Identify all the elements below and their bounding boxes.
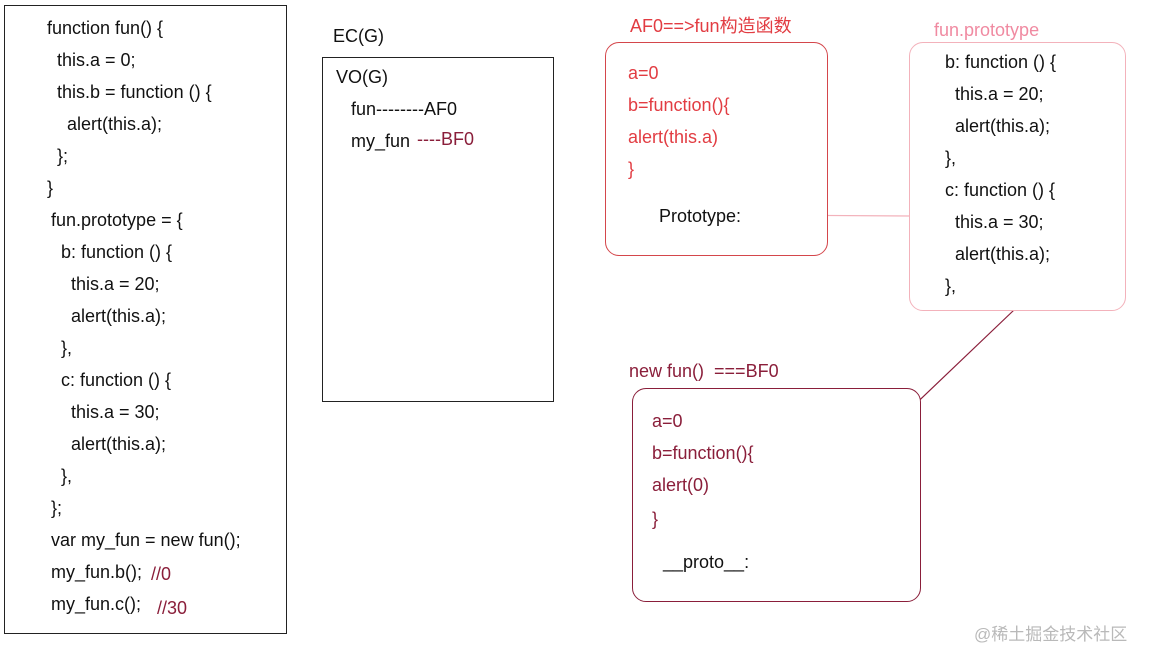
code-line: }, <box>51 466 73 486</box>
af0-line: } <box>628 159 635 179</box>
code-line: function fun() { <box>47 18 164 38</box>
bf0-line: alert(0) <box>652 475 710 495</box>
proto-title: fun.prototype <box>934 20 1040 40</box>
code-line: this.a = 0; <box>47 50 136 70</box>
code-line: c: function () { <box>51 370 172 390</box>
code-line: this.b = function () { <box>47 82 212 102</box>
bf0-line: } <box>652 509 659 529</box>
my-fun-label: my_fun <box>351 131 411 151</box>
code-line: alert(this.a); <box>51 306 167 326</box>
comment-b: //0 <box>151 564 172 584</box>
bf0-title: new fun() ===BF0 <box>629 361 779 381</box>
prototype-label: Prototype: <box>659 206 742 226</box>
code-line: fun.prototype = { <box>51 210 183 230</box>
code-line: }; <box>51 498 63 518</box>
code-line: this.a = 30; <box>51 402 160 422</box>
vo-title: VO(G) <box>336 67 388 87</box>
af0-line: alert(this.a) <box>628 127 719 147</box>
comment-c: //30 <box>157 598 188 618</box>
af0-title: AF0==>fun构造函数 <box>630 16 792 36</box>
fun-line: fun--------AF0 <box>351 99 457 119</box>
code-line: my_fun.b(); <box>51 562 143 582</box>
af0-box: a=0 b=function(){ alert(this.a) } Protot… <box>605 42 828 256</box>
code-line: my_fun.c(); <box>51 594 142 614</box>
proto-line: alert(this.a); <box>945 116 1051 136</box>
code-line: alert(this.a); <box>51 434 167 454</box>
proto-line: b: function () { <box>945 52 1057 72</box>
code-line: this.a = 20; <box>51 274 160 294</box>
watermark: @稀土掘金技术社区 <box>974 625 1128 644</box>
bf0-line: a=0 <box>652 411 683 431</box>
af0-line: b=function(){ <box>628 95 730 115</box>
af0-line: a=0 <box>628 63 659 83</box>
code-line: }; <box>47 146 69 166</box>
proto-line: alert(this.a); <box>945 244 1051 264</box>
code-line: } <box>47 178 54 198</box>
code-line: b: function () { <box>51 242 173 262</box>
proto-line: c: function () { <box>945 180 1056 200</box>
proto-line: this.a = 30; <box>945 212 1044 232</box>
bf0-box: a=0 b=function(){ alert(0) } __proto__: <box>632 388 921 602</box>
proto-label: __proto__: <box>663 552 750 572</box>
proto-line: }, <box>945 148 957 168</box>
code-line: alert(this.a); <box>47 114 163 134</box>
code-box: function fun() { this.a = 0; this.b = fu… <box>4 5 287 634</box>
code-line: var my_fun = new fun(); <box>51 530 241 550</box>
my-fun-ref: ----BF0 <box>417 129 474 149</box>
proto-line: }, <box>945 276 957 296</box>
proto-box: b: function () { this.a = 20; alert(this… <box>909 42 1126 311</box>
bf0-line: b=function(){ <box>652 443 754 463</box>
vo-box: VO(G) fun--------AF0 my_fun ----BF0 <box>322 57 554 402</box>
proto-line: this.a = 20; <box>945 84 1044 104</box>
ec-title: EC(G) <box>333 26 384 46</box>
code-line: }, <box>51 338 73 358</box>
